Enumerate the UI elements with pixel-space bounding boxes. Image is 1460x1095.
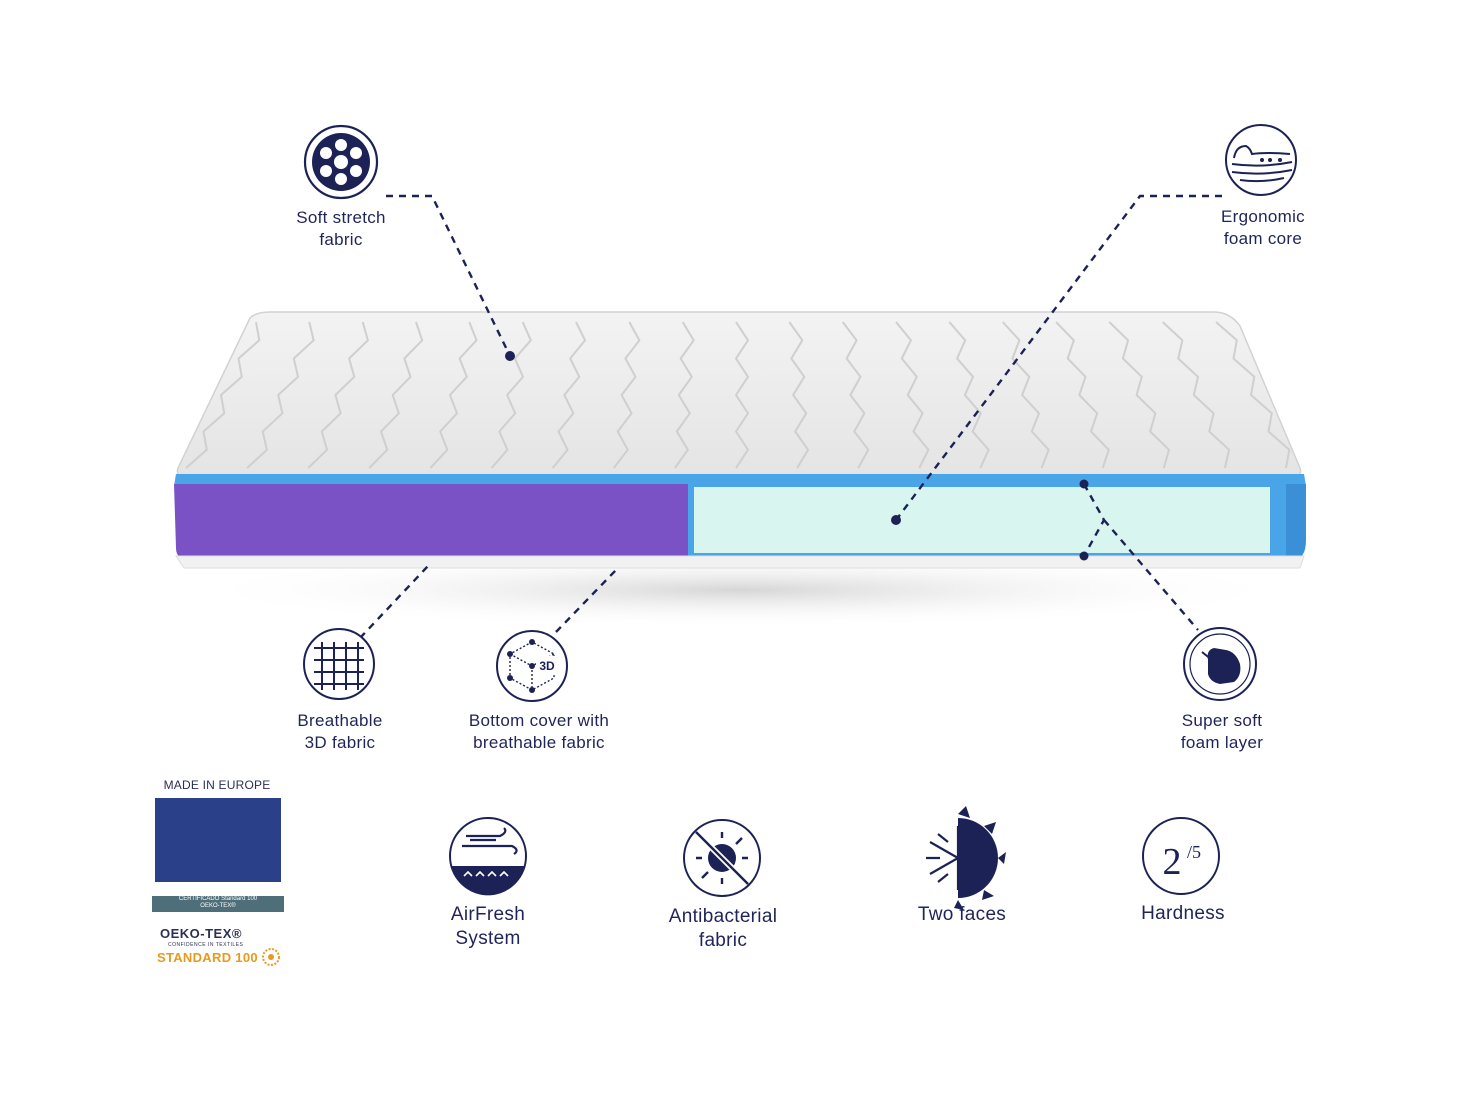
oeko-tex-title: OEKO-TEX®: [160, 926, 242, 941]
callout-ergonomic: Ergonomic foam core: [1153, 206, 1373, 250]
eu-flag: [155, 798, 281, 882]
quilt-line: [788, 321, 810, 469]
quilt-line: [429, 321, 478, 469]
callout-super-soft: Super soft foam layer: [1112, 710, 1332, 754]
callout-line: Super soft: [1181, 711, 1263, 730]
quilt-line: [307, 321, 369, 469]
feature-line: Antibacterial: [668, 906, 778, 927]
quilt-line: [551, 321, 587, 469]
quilt-line: [613, 321, 641, 469]
callout-line: Soft stretch: [296, 208, 386, 227]
leader-lines: [359, 194, 1222, 639]
quilt-line: [1215, 321, 1291, 469]
leader-breathable: [359, 565, 429, 639]
feature-two-faces: Two faces: [852, 903, 1072, 927]
leader-soft-stretch: [386, 194, 512, 357]
feature-line: fabric: [698, 930, 748, 951]
hardness-rating-icon: 2 /5: [1142, 817, 1220, 895]
hardness-rating-value: 2: [1163, 841, 1182, 883]
floor-shadow: [180, 552, 1300, 628]
quilt-line: [246, 321, 315, 469]
mattress-right-edge: [1286, 484, 1306, 560]
callout-line: Ergonomic: [1221, 207, 1305, 226]
quilt-line: [841, 321, 870, 469]
oeko-tex-subtitle: CONFIDENCE IN TEXTILES: [168, 942, 244, 948]
hand-press-icon: [1183, 627, 1257, 701]
callout-line: breathable fabric: [473, 733, 605, 752]
bacteria-crossed-icon: [683, 819, 761, 897]
3d-icon-text: 3D: [539, 659, 555, 673]
callout-bottom-cover: Bottom cover with breathable fabric: [429, 710, 649, 754]
quilt-line: [1108, 321, 1170, 469]
feature-hardness: Hardness: [1073, 902, 1293, 926]
callout-breathable-3d: Breathable 3D fabric: [230, 710, 450, 754]
quilt-line: [735, 321, 749, 469]
hardness-rating-scale: /5: [1187, 842, 1201, 862]
leader-dots: [505, 351, 1089, 561]
leader-super-soft: [1082, 483, 1199, 631]
feature-line: Hardness: [1141, 903, 1225, 924]
feature-airfresh: AirFresh System: [378, 903, 598, 951]
foam-core-section: [694, 487, 1270, 553]
cert-line: CERTIFICADO Standard 100: [178, 896, 258, 902]
feature-antibacterial: Antibacterial fabric: [613, 905, 833, 953]
callout-line: foam core: [1223, 229, 1303, 248]
callout-soft-stretch: Soft stretch fabric: [231, 207, 451, 251]
callout-line: Bottom cover with: [468, 711, 610, 730]
quilt-line: [185, 321, 261, 469]
callout-line: Breathable: [297, 711, 383, 730]
quilt-line: [368, 321, 424, 469]
mattress-top: [176, 311, 1302, 479]
stitched-circles-icon: [303, 124, 379, 200]
quilted-pattern: [185, 321, 1291, 469]
callout-line: fabric: [319, 230, 363, 249]
quilt-line: [895, 321, 930, 469]
feature-line: Two faces: [917, 904, 1007, 925]
quilt-line: [1162, 321, 1231, 469]
quilt-line: [1055, 321, 1110, 469]
mattress-side-fabric: [174, 484, 688, 560]
mesh-fabric-icon: [303, 628, 375, 700]
callout-line: 3D fabric: [304, 733, 376, 752]
callout-line: foam layer: [1180, 733, 1264, 752]
3d-cube-icon: 3D: [496, 630, 568, 702]
dot-foam-bottom: [1079, 551, 1089, 561]
quilt-line: [674, 321, 695, 469]
cert-line: OEKO-TEX®: [200, 903, 236, 909]
airflow-icon: [449, 817, 527, 896]
oeko-flower-icon: [262, 948, 280, 966]
quilt-line: [1001, 321, 1050, 469]
snowflake-sun-icon: [926, 806, 1006, 910]
feature-line: System: [455, 928, 521, 949]
quilt-line: [948, 321, 990, 469]
leader-ergonomic: [895, 194, 1222, 521]
leader-bottom-cover: [555, 569, 617, 633]
mattress-band: [174, 474, 1306, 486]
made-in-europe-label: MADE IN EUROPE: [163, 778, 271, 792]
feature-line: AirFresh: [450, 904, 526, 925]
dot-foam-top: [1079, 479, 1089, 489]
mattress-bottom-border: [175, 555, 1305, 569]
certification-ribbon: CERTIFICADO Standard 100 OEKO-TEX®: [152, 896, 284, 912]
dot-soft-stretch: [505, 351, 515, 361]
body-contour-icon: [1225, 124, 1297, 196]
quilt-line: [490, 321, 532, 469]
dot-ergonomic: [891, 515, 901, 525]
oeko-tex-standard: STANDARD 100: [157, 950, 258, 965]
